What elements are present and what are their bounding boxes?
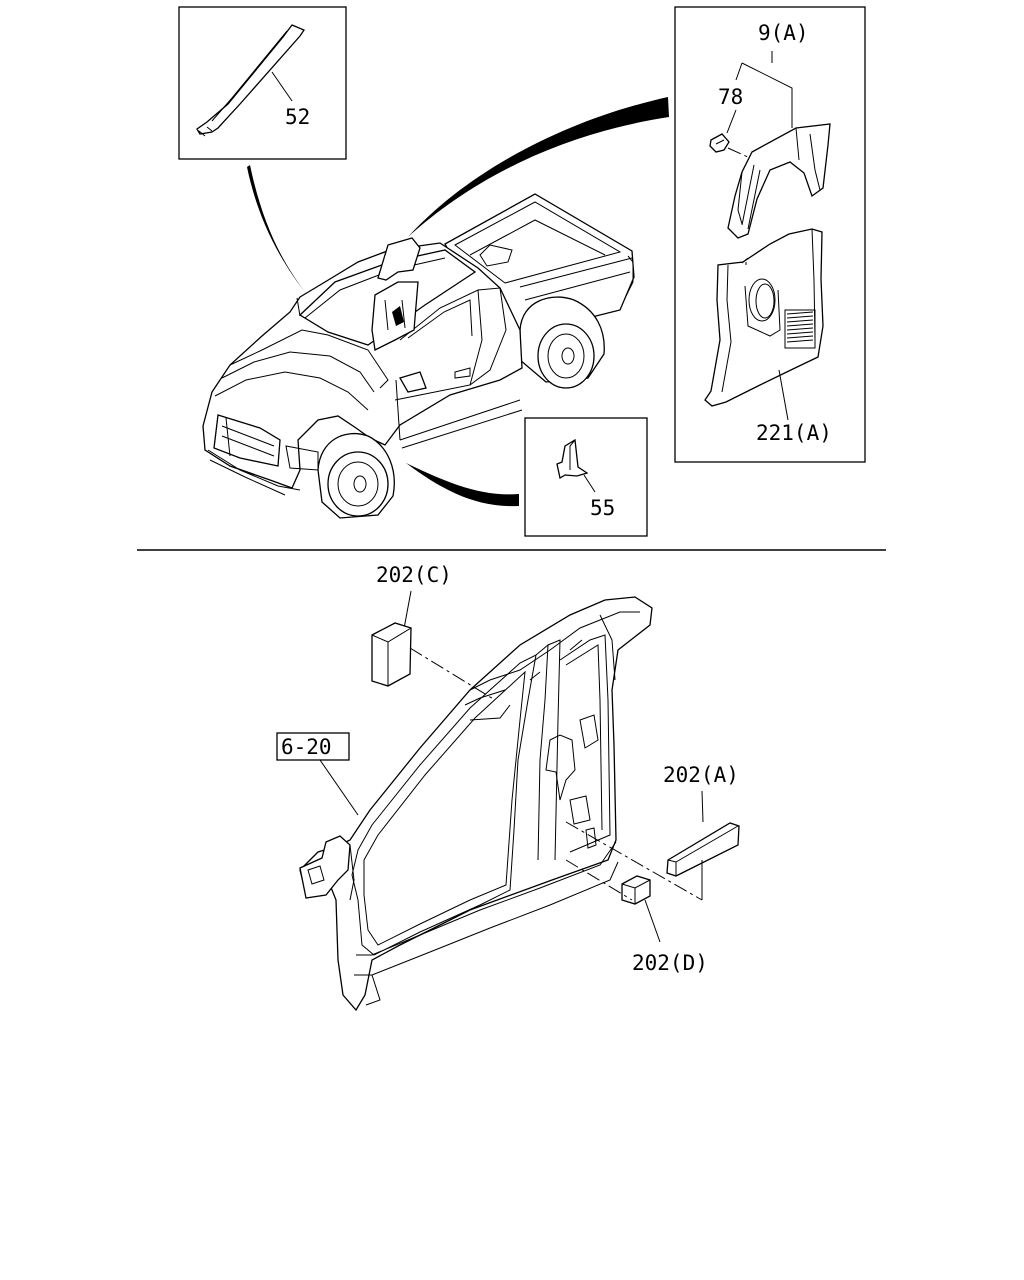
callout-221a: 221(A) — [756, 421, 832, 445]
clip-55 — [556, 438, 589, 480]
leader-arcs — [247, 97, 669, 507]
callout-55: 55 — [590, 496, 615, 520]
inset-part-52: 52 — [178, 6, 347, 160]
callout-52: 52 — [285, 105, 310, 129]
part-202d: 202(D) — [565, 859, 708, 975]
callout-202c: 202(C) — [376, 563, 452, 587]
part-202c: 202(C) — [371, 563, 496, 701]
callout-78: 78 — [718, 85, 743, 109]
clip-78 — [709, 133, 730, 153]
pillar-garnish-52 — [196, 24, 305, 135]
inset-part-9a-78-221a: 9(A) 78 — [674, 6, 866, 463]
part-202a: 202(A) — [565, 763, 740, 901]
callout-202a: 202(A) — [663, 763, 739, 787]
upper-trim-9a — [727, 123, 831, 239]
callout-202d: 202(D) — [632, 951, 708, 975]
callout-9a: 9(A) — [758, 21, 809, 45]
body-side-panel — [299, 596, 653, 1012]
vent-grille — [784, 309, 816, 349]
inset-part-55: 55 — [524, 417, 648, 537]
callout-6-20-group: 6-20 — [276, 732, 359, 816]
pickup-truck-illustration — [202, 193, 635, 519]
callout-6-20: 6-20 — [281, 735, 332, 759]
